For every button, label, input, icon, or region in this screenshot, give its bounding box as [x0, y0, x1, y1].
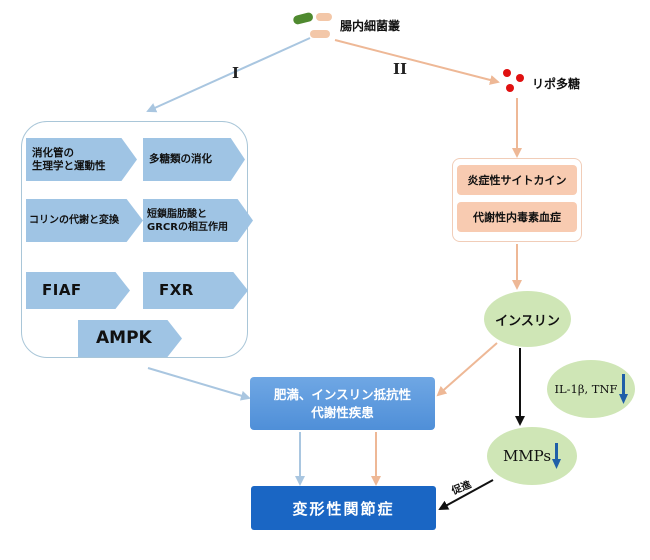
choline-metabolism-chevron: コリンの代謝と変換 — [26, 199, 143, 242]
osteoarthritis-box: 変形性関節症 — [251, 486, 436, 530]
chevron-line: 生理学と運動性 — [32, 159, 106, 172]
insulin-ellipse: インスリン — [484, 291, 571, 347]
lps-label: リポ多糖 — [532, 77, 581, 91]
fxr-chevron: FXR — [143, 272, 248, 309]
chevron-line: 多糖類の消化 — [149, 153, 212, 165]
mmps-label: MMPs — [502, 447, 552, 465]
gut-microbiota-label: 腸内細菌叢 — [340, 19, 401, 33]
arrow-mmps-to-oa — [438, 479, 494, 510]
arrow-microbiota-to-left — [146, 37, 311, 113]
fiaf-chevron: FIAF — [26, 272, 130, 309]
chevron-line: FIAF — [42, 281, 82, 299]
osteoarthritis-label: 変形性関節症 — [292, 499, 395, 518]
scfa-gpcr-chevron: 短鎖脂肪酸と GRCRの相互作用 — [143, 199, 253, 242]
arrow-left-to-obesity — [147, 367, 251, 401]
obesity-line1: 肥満、インスリン抵抗性 — [273, 386, 412, 402]
bacteria-icon — [293, 12, 332, 38]
arrow-insulin-to-obesity — [436, 342, 498, 397]
arrow-microbiota-to-lps — [334, 39, 500, 85]
mmps-ellipse: MMPs — [487, 427, 577, 485]
gi-physiology-chevron: 消化管の 生理学と運動性 — [26, 138, 137, 181]
path-label-1: I — [232, 64, 240, 82]
il-tnf-label: IL-1β, TNF — [554, 382, 618, 396]
inflammatory-cytokines-box: 炎症性サイトカイン — [457, 165, 577, 195]
chevron-line: GRCRの相互作用 — [147, 221, 228, 233]
down-arrow-icon — [618, 374, 628, 404]
chevron-line: 消化管の — [32, 146, 74, 159]
obesity-box: 肥満、インスリン抵抗性 代謝性疾患 — [250, 377, 435, 430]
obesity-line2: 代謝性疾患 — [311, 404, 374, 420]
chevron-line: 短鎖脂肪酸と — [147, 208, 207, 220]
insulin-label: インスリン — [495, 313, 560, 329]
polysaccharide-digestion-chevron: 多糖類の消化 — [143, 138, 245, 181]
metabolic-endotoxemia-box: 代謝性内毒素血症 — [457, 202, 577, 232]
cytokine-ellipse: IL-1β, TNF — [547, 360, 635, 418]
chevron-line: FXR — [159, 281, 194, 299]
chevron-line: コリンの代謝と変換 — [29, 215, 119, 226]
chevron-line: AMPK — [96, 328, 152, 348]
path-label-2: II — [393, 60, 408, 78]
lps-icon — [503, 69, 524, 92]
down-arrow-icon — [552, 443, 562, 469]
ampk-chevron: AMPK — [78, 320, 182, 357]
